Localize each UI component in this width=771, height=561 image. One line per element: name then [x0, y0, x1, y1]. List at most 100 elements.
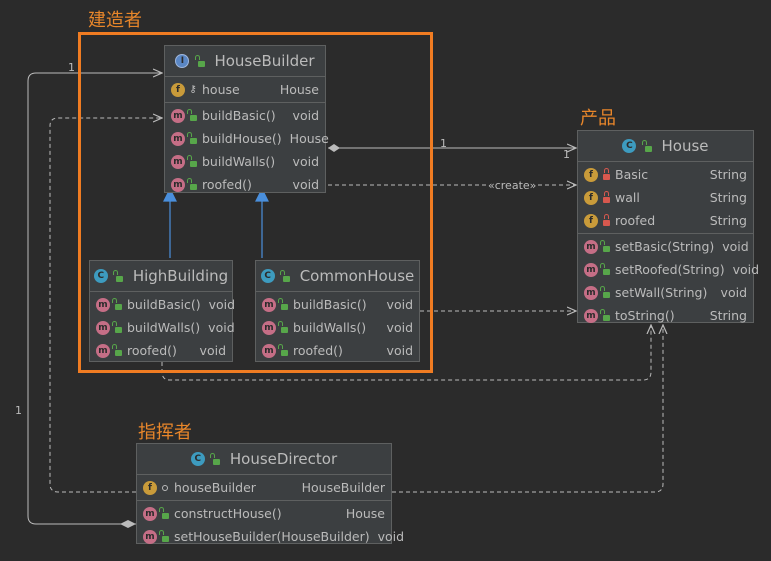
- method-name: toString(): [615, 308, 675, 323]
- field-row[interactable]: f Basic String: [578, 163, 753, 186]
- method-type: void: [208, 320, 235, 335]
- class-name: House: [661, 137, 709, 155]
- public-visibility-icon: [599, 240, 611, 253]
- director-builder-association: [27, 73, 162, 525]
- method-icon: m: [171, 177, 185, 192]
- multiplicity-label: 1: [563, 148, 570, 161]
- method-name: constructHouse(): [174, 506, 282, 521]
- builder-annotation: 建造者: [88, 10, 142, 31]
- class-house-builder[interactable]: I HouseBuilder f ⚷ house House m buildBa…: [164, 45, 329, 196]
- method-type: void: [292, 177, 319, 192]
- product-annotation: 产品: [580, 108, 616, 129]
- class-header: C HighBuilding: [90, 261, 232, 292]
- method-icon: m: [96, 320, 110, 335]
- method-row[interactable]: m setHouseBuilder(HouseBuilder) void: [137, 525, 404, 548]
- method-type: void: [208, 297, 236, 312]
- field-icon: f: [584, 213, 598, 228]
- multiplicity-label: 1: [15, 404, 22, 417]
- public-visibility-icon: [186, 155, 198, 168]
- method-name: buildWalls(): [202, 154, 276, 169]
- method-row[interactable]: m buildWalls() void: [256, 316, 419, 339]
- method-icon: m: [262, 320, 276, 335]
- class-house-director[interactable]: C HouseDirector f houseBuilder HouseBuil…: [136, 443, 404, 544]
- method-row[interactable]: m constructHouse() House: [137, 502, 391, 525]
- class-house[interactable]: C House f Basic String f wall String f r…: [577, 130, 759, 323]
- field-row[interactable]: f roofed String: [578, 209, 753, 232]
- method-row[interactable]: m setWall(String) void: [578, 281, 753, 304]
- public-visibility-icon: [111, 344, 123, 357]
- method-name: buildHouse(): [202, 131, 282, 146]
- method-type: void: [292, 154, 319, 169]
- public-visibility-icon: [111, 321, 123, 334]
- field-row[interactable]: f ⚷ house House: [165, 78, 325, 101]
- method-type: void: [199, 343, 226, 358]
- method-row[interactable]: m buildBasic() void: [165, 104, 325, 127]
- field-type: String: [709, 167, 747, 182]
- method-row[interactable]: m toString() String: [578, 304, 753, 327]
- method-type: void: [386, 320, 413, 335]
- public-visibility-icon: [599, 286, 611, 299]
- method-row[interactable]: m roofed() void: [165, 173, 325, 196]
- public-visibility-icon: [113, 269, 125, 282]
- director-house-dependency: [392, 325, 663, 493]
- method-type: House: [345, 506, 385, 521]
- field-type: String: [709, 213, 747, 228]
- class-icon: C: [260, 269, 275, 283]
- class-common-house[interactable]: C CommonHouse m buildBasic() void m buil…: [255, 260, 420, 362]
- method-icon: m: [171, 131, 185, 146]
- method-icon: m: [96, 343, 110, 358]
- method-row[interactable]: m buildWalls() void: [90, 316, 235, 339]
- public-visibility-icon: [277, 344, 289, 357]
- method-row[interactable]: m setBasic(String) void: [578, 235, 753, 258]
- key-icon: ⚷: [189, 84, 197, 95]
- public-visibility-icon: [111, 298, 123, 311]
- aggregation-diamond: [120, 520, 136, 528]
- method-row[interactable]: m buildBasic() void: [256, 293, 419, 316]
- public-visibility-icon: [186, 132, 198, 145]
- method-row[interactable]: m buildWalls() void: [165, 150, 325, 173]
- method-row[interactable]: m roofed() void: [256, 339, 419, 362]
- method-icon: m: [584, 285, 598, 300]
- field-icon: f: [584, 167, 598, 182]
- field-type: House: [279, 82, 319, 97]
- method-name: roofed(): [202, 177, 252, 192]
- multiplicity-label: 1: [68, 61, 75, 74]
- class-name: HouseBuilder: [214, 52, 315, 70]
- method-row[interactable]: m buildBasic() void: [90, 293, 236, 316]
- method-row[interactable]: m buildHouse() House: [165, 127, 329, 150]
- method-name: buildBasic(): [127, 297, 201, 312]
- method-icon: m: [96, 297, 110, 312]
- method-name: buildBasic(): [293, 297, 367, 312]
- field-name: house: [202, 82, 240, 97]
- method-row[interactable]: m roofed() void: [90, 339, 232, 362]
- method-type: void: [377, 529, 405, 544]
- class-name: HighBuilding: [132, 267, 229, 285]
- method-name: buildWalls(): [127, 320, 201, 335]
- method-type: void: [722, 239, 749, 254]
- field-row[interactable]: f houseBuilder HouseBuilder: [137, 476, 391, 499]
- class-high-building[interactable]: C HighBuilding m buildBasic() void m bui…: [89, 260, 236, 362]
- package-visibility-icon: [160, 482, 170, 494]
- multiplicity-label: 1: [440, 137, 447, 150]
- field-icon: f: [171, 82, 185, 97]
- field-type: String: [709, 190, 747, 205]
- public-visibility-icon: [280, 269, 292, 282]
- field-icon: f: [584, 190, 598, 205]
- method-icon: m: [584, 262, 598, 277]
- public-visibility-icon: [599, 309, 611, 322]
- method-type: void: [386, 343, 413, 358]
- method-icon: m: [262, 343, 276, 358]
- method-type: void: [292, 108, 319, 123]
- director-annotation: 指挥者: [138, 422, 192, 443]
- method-row[interactable]: m setRoofed(String) void: [578, 258, 759, 281]
- fields-section: f houseBuilder HouseBuilder: [137, 475, 391, 501]
- public-visibility-icon: [186, 109, 198, 122]
- class-icon: C: [190, 452, 205, 466]
- method-name: buildWalls(): [293, 320, 367, 335]
- field-row[interactable]: f wall String: [578, 186, 753, 209]
- public-visibility-icon: [599, 263, 611, 276]
- class-header: C CommonHouse: [256, 261, 419, 292]
- method-icon: m: [584, 239, 598, 254]
- class-header: I HouseBuilder: [165, 46, 325, 77]
- method-type: String: [709, 308, 747, 323]
